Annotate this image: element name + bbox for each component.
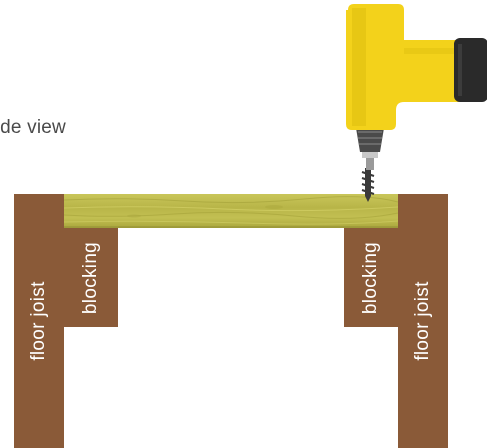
blocking-right: blocking — [344, 228, 398, 327]
view-caption: side view — [0, 117, 66, 138]
subfloor-panel — [64, 194, 398, 228]
screw-icon — [361, 168, 375, 202]
blocking-left: blocking — [64, 228, 118, 327]
floor-joist-left: floor joist — [14, 194, 64, 448]
wood-grain-texture — [64, 196, 398, 225]
floor-joist-right: floor joist — [398, 194, 448, 448]
